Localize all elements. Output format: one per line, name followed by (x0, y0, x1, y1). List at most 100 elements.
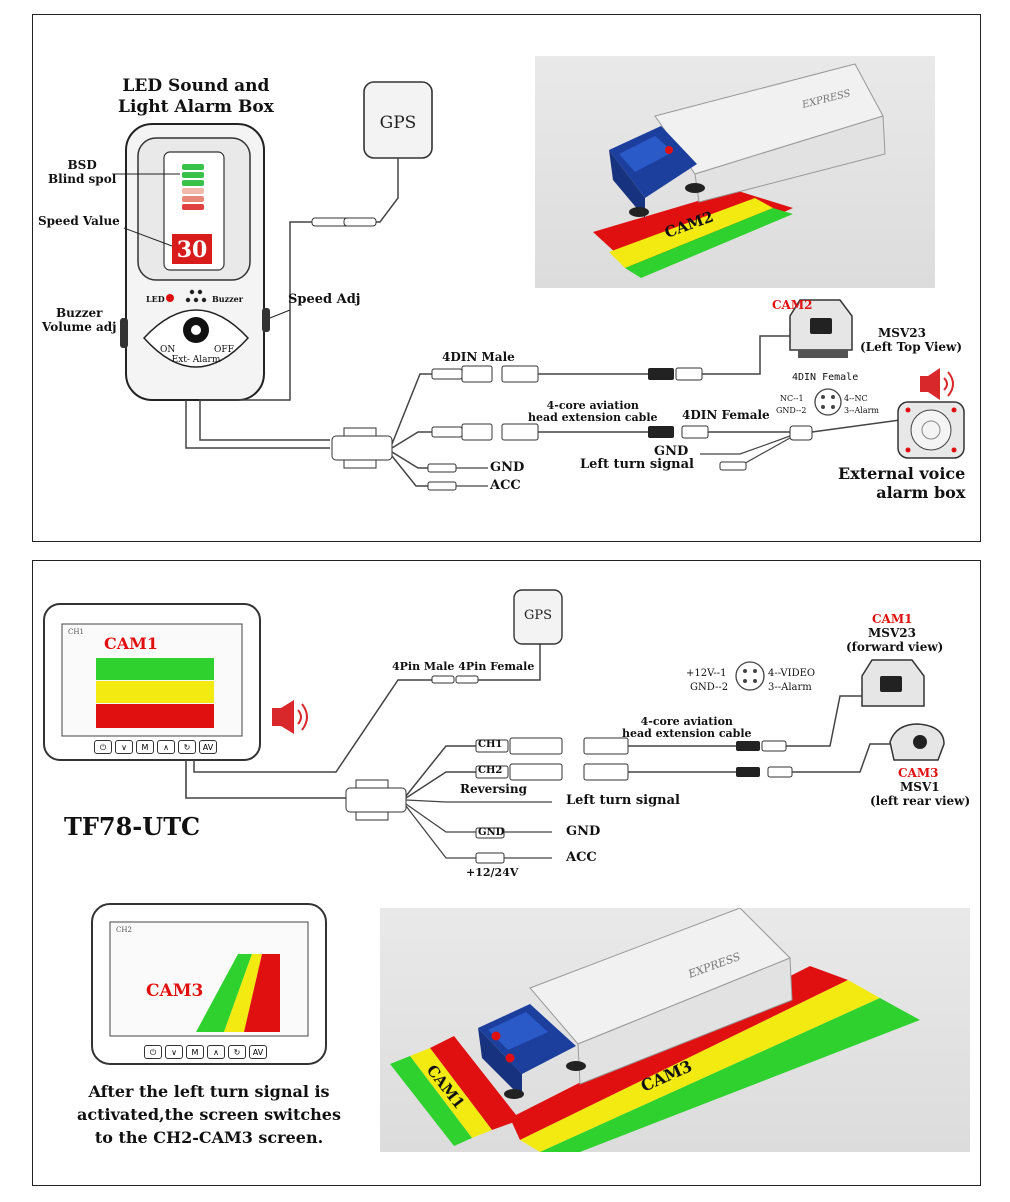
left-turn-label: Left turn signal (580, 457, 694, 472)
cam3-label: CAM3 (898, 766, 939, 780)
ext-alarm: Ext- Alarm (172, 355, 221, 365)
acc-label-2: ACC (566, 850, 597, 865)
ch2-label: CH2 (478, 765, 503, 776)
external-voice-label: External voice alarm box (838, 464, 966, 502)
pin-12v: +12V--1 (686, 668, 727, 679)
cam3-camera (889, 723, 945, 761)
switch-on: ON (160, 345, 175, 355)
truck-photo-cam2: EXPRESS CAM2 (535, 56, 935, 288)
speed-adj-label: Speed Adj (288, 292, 361, 307)
bsd-bar (182, 196, 204, 202)
up-button[interactable]: ∧ (157, 740, 175, 754)
speed-display (172, 234, 212, 264)
external-alarm-box (897, 401, 965, 459)
monitor-2: CH2 CAM3 (91, 903, 327, 1065)
splitter-2 (345, 787, 407, 813)
bottom-wiring-diagram: CH1 GPS (43, 589, 945, 864)
pin-alarm: 3--Alarm (768, 682, 812, 693)
din-pinout (814, 388, 842, 416)
cam2-camera (789, 299, 853, 358)
zone-green (96, 658, 214, 680)
speed-value-label: Speed Value (38, 214, 120, 228)
pinout-circle-2 (735, 661, 765, 691)
gnd-wire-label: GND (654, 444, 689, 459)
av-button-2[interactable]: AV (249, 1045, 267, 1059)
zone-yellow (96, 681, 214, 703)
caption: After the left turn signal is activated,… (77, 1082, 341, 1147)
voltage-label: +12/24V (466, 866, 519, 879)
led-label: LED (146, 294, 165, 304)
aviation-label: 4-core aviation head extension cable (528, 399, 658, 424)
aviation-label-2: 4-core aviation head extension cable (622, 715, 752, 740)
buzzer-label: Buzzer (212, 294, 244, 304)
msv23-label-2: MSV23 (868, 626, 916, 640)
down-button-2[interactable]: ∨ (165, 1045, 183, 1059)
led-dot (166, 294, 174, 302)
bsd-bar (182, 188, 204, 194)
monitor-2-buttons: ⏻ ∨ M ∧ ↻ AV (144, 1045, 274, 1061)
power-button[interactable]: ⏻ (94, 740, 112, 754)
cam1-label: CAM1 (872, 612, 913, 626)
pin-gnd: GND--2 (690, 682, 729, 693)
menu-button[interactable]: M (136, 740, 154, 754)
menu-button-2[interactable]: M (186, 1045, 204, 1059)
speaker-icon-2 (272, 700, 308, 734)
gnd-label-2: GND (566, 824, 601, 839)
pin-male-female-label: 4Pin Male 4Pin Female (392, 660, 535, 673)
gps-module-2 (513, 589, 563, 645)
din-male-label: 4DIN Male (442, 350, 515, 364)
rotate-button-2[interactable]: ↻ (228, 1045, 246, 1059)
left-rear-view-label: (left rear view) (870, 794, 971, 808)
model-label: TF78-UTC (64, 812, 201, 841)
pin-gnd2: GND--2 (776, 406, 807, 415)
bsd-label: BSD Blind spol (48, 158, 117, 186)
bsd-bar (182, 204, 204, 210)
reversing-label: Reversing (460, 782, 527, 796)
bsd-bar (182, 172, 204, 178)
msv1-label: MSV1 (900, 780, 940, 794)
acc-label: ACC (490, 478, 521, 493)
av-button[interactable]: AV (199, 740, 217, 754)
gps-label: GPS (380, 113, 417, 133)
buzzer-volume-label: Buzzer Volume adj (42, 306, 117, 334)
zone-red (96, 704, 214, 728)
top-wiring-diagram: 30 LED Buzzer ON OFF Ext- Alarm GPS (114, 81, 965, 491)
bsd-bar (182, 180, 204, 186)
cam3-screen-label: CAM3 (146, 981, 203, 1001)
zone-red-2 (244, 954, 280, 1032)
cam2-label: CAM2 (772, 298, 813, 312)
up-button-2[interactable]: ∧ (207, 1045, 225, 1059)
zone-yellow-2 (224, 954, 262, 1032)
left-top-view: (Left Top View) (860, 340, 963, 354)
switch-off: OFF (214, 345, 234, 355)
monitor-1-buttons: ⏻ ∨ M ∧ ↻ AV (94, 740, 224, 756)
rotate-button[interactable]: ↻ (178, 740, 196, 754)
pin-nc4: 4--NC (844, 394, 868, 403)
cam1-screen-label: CAM1 (104, 634, 158, 653)
left-turn-label-2: Left turn signal (566, 793, 680, 808)
speed-adj-knob (262, 308, 270, 332)
pin-alarm3: 3--Alarm (844, 406, 880, 415)
gps-label-2: GPS (524, 608, 552, 623)
monitor-1-ch: CH1 (68, 628, 84, 636)
buzzer-volume-knob (120, 318, 128, 348)
bsd-bar (182, 164, 204, 170)
forward-view-label: (forward view) (846, 640, 944, 654)
gnd-box-label: GND (478, 827, 505, 838)
power-button-2[interactable]: ⏻ (144, 1045, 162, 1059)
pin-nc1: NC--1 (780, 394, 804, 403)
pin-video: 4--VIDEO (768, 668, 816, 679)
gnd-label: GND (490, 460, 525, 475)
cam1-camera (861, 659, 925, 707)
ch1-label: CH1 (478, 739, 503, 750)
din-female-label: 4DIN Female (792, 372, 859, 383)
speed-display-text: 30 (177, 237, 208, 263)
din-female-label-2: 4DIN Female (682, 408, 770, 422)
alarm-box-title: LED Sound and Light Alarm Box (118, 76, 274, 117)
truck-photo-cam1-cam3: EXPRESS CAM1 CAM3 (380, 908, 970, 1152)
msv23-label: MSV23 (878, 326, 926, 340)
speaker-icon (920, 368, 954, 400)
zone-green-2 (196, 954, 252, 1032)
monitor-2-ch: CH2 (116, 926, 132, 934)
down-button[interactable]: ∨ (115, 740, 133, 754)
